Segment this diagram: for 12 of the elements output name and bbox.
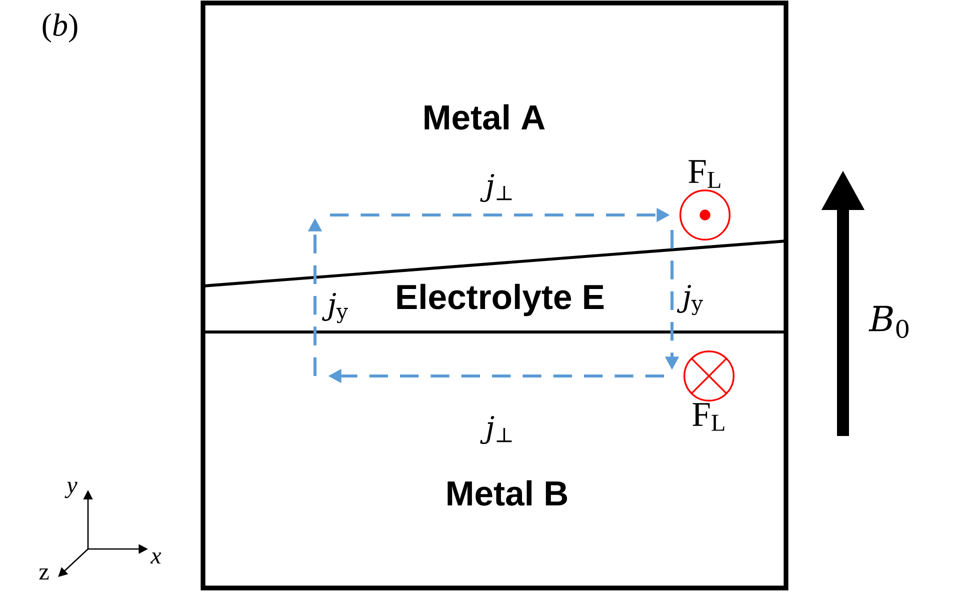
- current-label: j$_{⊥}$: [480, 174, 512, 202]
- region-label: Metal B: [448, 480, 568, 506]
- axis-label: y: [64, 482, 78, 498]
- region-label: Electrolyte E: [397, 284, 604, 316]
- current-label: j$_{⊥}$: [480, 416, 512, 444]
- axis-label: x: [150, 552, 162, 564]
- region-label: Metal A: [424, 104, 545, 130]
- field-label: B$_{0}$: [868, 306, 908, 338]
- axis-label: z: [39, 568, 49, 580]
- figure-label: (b): [42, 13, 78, 42]
- current-label: j$_{y}$: [322, 292, 348, 324]
- current-label: j$_{y}$: [676, 284, 703, 316]
